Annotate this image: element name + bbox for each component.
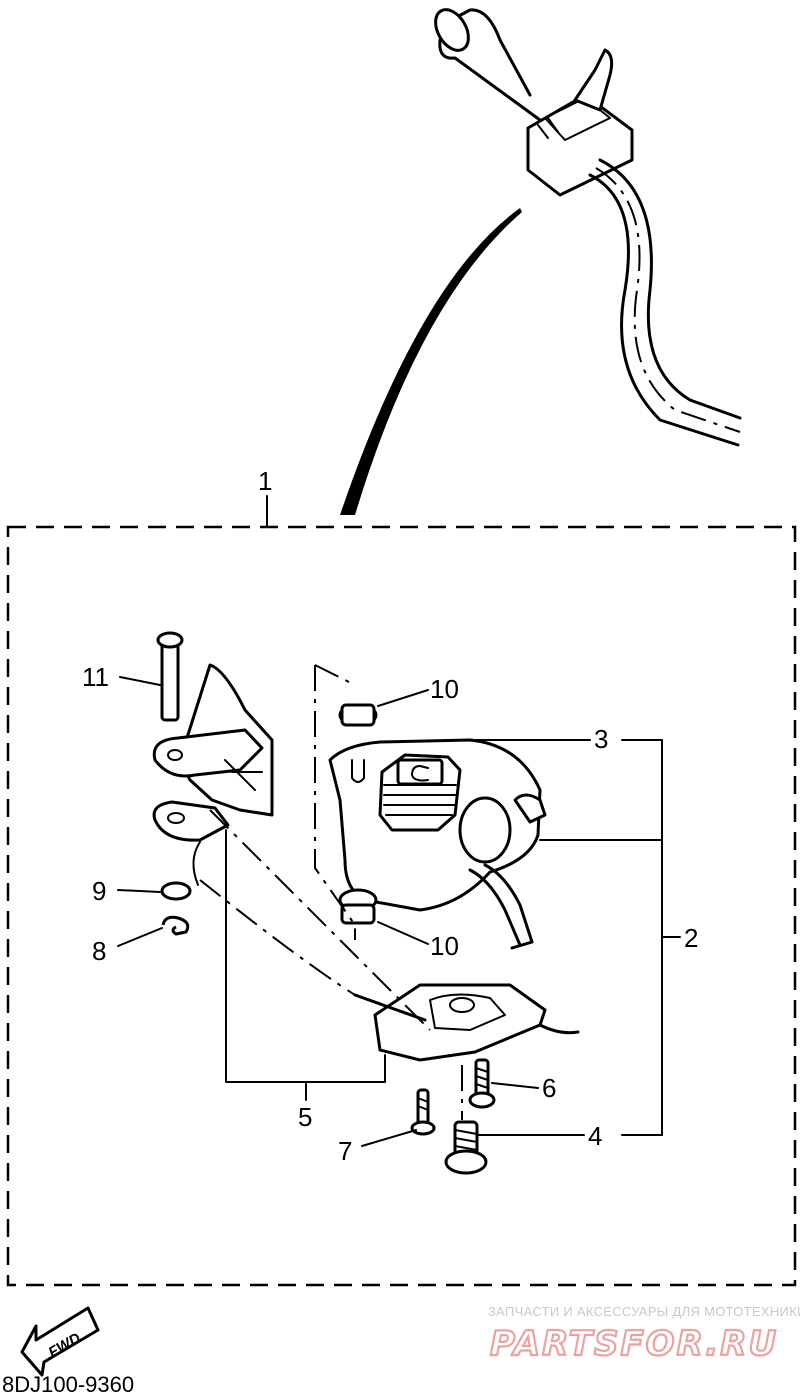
callout-11: 11	[82, 662, 109, 692]
callout-5: 5	[298, 1102, 312, 1132]
bracket-assembly	[152, 631, 274, 936]
callout-6: 6	[542, 1073, 556, 1103]
callout-8: 8	[92, 936, 106, 966]
fwd-arrow-icon: FWD	[20, 1306, 100, 1377]
callout-10-top: 10	[430, 674, 459, 704]
callout-7: 7	[338, 1136, 352, 1166]
callout-3: 3	[594, 724, 608, 754]
callout-labels: 1 2 3 4 5 6 7 8 9 10 10 11	[82, 466, 698, 1166]
watermark-tagline: ЗАПЧАСТИ И АКСЕССУАРЫ ДЛЯ МОТОТЕХНИКИ	[488, 1304, 800, 1319]
watermark: ЗАПЧАСТИ И АКСЕССУАРЫ ДЛЯ МОТОТЕХНИКИ PA…	[488, 1304, 800, 1365]
watermark-brand: PARTSFOR.RU	[490, 1324, 778, 1364]
callout-10-bottom: 10	[430, 931, 459, 961]
part-code: 8DJ100-9360	[2, 1372, 134, 1396]
lower-cover	[199, 809, 580, 1175]
callout-9: 9	[92, 876, 106, 906]
assembly-boundary	[6, 525, 797, 1287]
callout-2: 2	[684, 923, 698, 953]
callout-4: 4	[588, 1121, 602, 1151]
callout-1: 1	[258, 466, 272, 496]
switch-housing	[314, 664, 547, 950]
handlebar-illustration	[340, 8, 742, 515]
leader-lines	[117, 676, 681, 1147]
